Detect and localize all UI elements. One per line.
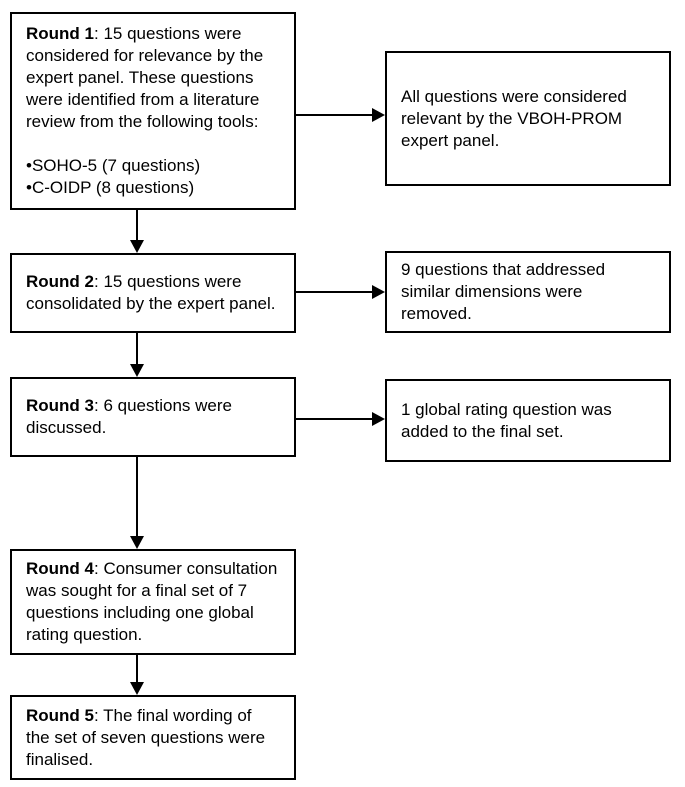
round-4-box: Round 4: Consumer consultation was sough…	[10, 549, 296, 655]
connector-round2-outcome2	[296, 291, 373, 293]
arrowhead-down-icon	[130, 536, 144, 549]
round-5-heading-rest: : The final wording of	[94, 705, 252, 725]
round-2-body: consolidated by the expert panel.	[26, 294, 276, 313]
connector-round2-round3	[136, 333, 138, 365]
round-1-label: Round 1	[26, 24, 94, 43]
round-3-box: Round 3: 6 questions were discussed.	[10, 377, 296, 457]
outcome-1-body: All questions were considered relevant b…	[401, 86, 627, 150]
round-1-heading: Round 1: 15 questions were	[26, 23, 292, 45]
round-1-heading-rest: : 15 questions were	[94, 24, 242, 43]
round-4-body: was sought for a final set of 7 question…	[26, 581, 254, 644]
round-2-label: Round 2	[26, 272, 94, 291]
arrowhead-down-icon	[130, 682, 144, 695]
connector-round3-round4	[136, 457, 138, 537]
round-1-box: Round 1: 15 questions were considered fo…	[10, 12, 296, 210]
round-4-heading: Round 4: Consumer consultation	[26, 558, 292, 580]
outcome-3-body: 1 global rating question was added to th…	[401, 399, 612, 441]
outcome-1-box: All questions were considered relevant b…	[385, 51, 671, 186]
round-3-heading: Round 3: 6 questions were	[26, 395, 292, 417]
connector-round1-round2	[136, 210, 138, 241]
connector-round1-outcome1	[296, 114, 373, 116]
arrowhead-right-icon	[372, 412, 385, 426]
round-5-label: Round 5	[26, 705, 94, 725]
round-4-heading-rest: : Consumer consultation	[94, 559, 278, 578]
arrowhead-down-icon	[130, 364, 144, 377]
round-3-heading-rest: : 6 questions were	[94, 396, 232, 415]
arrowhead-down-icon	[130, 240, 144, 253]
arrowhead-right-icon	[372, 285, 385, 299]
outcome-2-body: 9 questions that addressed similar dimen…	[401, 260, 606, 323]
connector-round3-outcome3	[296, 418, 373, 420]
round-1-body: considered for relevance by the expert p…	[26, 46, 264, 197]
round-2-heading-rest: : 15 questions were	[94, 272, 242, 291]
round-3-body: discussed.	[26, 418, 107, 437]
outcome-3-box: 1 global rating question was added to th…	[385, 379, 671, 462]
round-2-heading: Round 2: 15 questions were	[26, 271, 292, 293]
round-5-box: Round 5: The final wording of the set of…	[10, 695, 296, 780]
round-5-body: the set of seven questions were finalise…	[26, 727, 266, 769]
round-3-label: Round 3	[26, 396, 94, 415]
round-2-box: Round 2: 15 questions were consolidated …	[10, 253, 296, 333]
round-5-heading: Round 5: The final wording of	[26, 705, 292, 727]
outcome-2-box: 9 questions that addressed similar dimen…	[385, 251, 671, 333]
connector-round4-round5	[136, 655, 138, 683]
round-4-label: Round 4	[26, 559, 94, 578]
arrowhead-right-icon	[372, 108, 385, 122]
